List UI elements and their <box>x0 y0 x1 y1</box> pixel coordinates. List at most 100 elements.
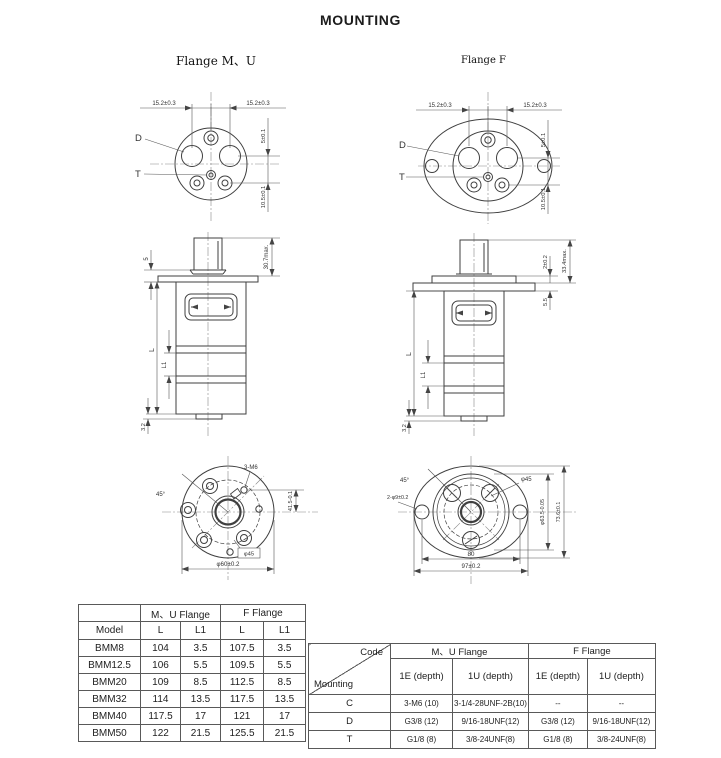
cell-mu-l: 104 <box>140 639 181 657</box>
port-code-table: Code Mounting M、U Flange F Flange 1E (de… <box>308 643 656 749</box>
dimension-lines <box>140 104 286 212</box>
dim-label-height: 73.6±0.1 <box>556 502 562 523</box>
dim-label-tab: 3.2 <box>402 424 408 432</box>
dim-label-l1: L1 <box>162 361 168 368</box>
group-header-f-flange: F Flange <box>220 604 306 622</box>
col-header-f-1u: 1U (depth) <box>586 658 656 695</box>
cell-mu-l: 109 <box>140 673 181 691</box>
cell-model: BMM32 <box>78 690 141 708</box>
port-label-d: D <box>135 133 142 144</box>
cell-model: BMM20 <box>78 673 141 691</box>
corner-label-mounting: Mounting <box>314 679 354 690</box>
cell-mu-l1: 13.5 <box>180 690 221 708</box>
cell-f-l: 117.5 <box>220 690 264 708</box>
cell-mu-l1: 5.5 <box>180 656 221 674</box>
cell-code: T <box>308 730 391 749</box>
cell-f-l1: 8.5 <box>263 673 306 691</box>
column-header-row: Model L L1 L L1 <box>78 621 306 640</box>
dim-label-washer: 2±0.2 <box>543 255 549 269</box>
cell-f-1e: -- <box>527 694 588 713</box>
blank-cell <box>78 604 141 622</box>
dimension-lines <box>404 239 576 434</box>
cell-f-l: 109.5 <box>220 656 264 674</box>
group-header-mu-flange: M、U Flange <box>140 604 221 622</box>
cell-f-1e: G1/8 (8) <box>527 730 588 749</box>
port-label-t: T <box>399 172 405 183</box>
label-angle: 45° <box>156 492 166 498</box>
table-row: BMM20 109 8.5 112.5 8.5 <box>78 673 306 691</box>
cell-mu-1u: 3/8-24UNF(8) <box>452 730 529 749</box>
corner-label-code: Code <box>360 647 383 658</box>
label-bolt-circle: φ45 <box>244 552 254 558</box>
dimension-lines <box>397 465 570 576</box>
cell-mu-l1: 8.5 <box>180 673 221 691</box>
cell-f-l1: 21.5 <box>263 724 306 742</box>
dim-label-length-l: L <box>149 348 156 352</box>
cell-f-l: 125.5 <box>220 724 264 742</box>
drawing-f-port-view: 15.2±0.3 15.2±0.3 5±0.1 10.5±0.1 D T <box>399 92 562 224</box>
cell-mu-1e: G1/8 (8) <box>390 730 453 749</box>
table-row: BMM8 104 3.5 107.5 3.5 <box>78 639 306 657</box>
dim-label-l1: L1 <box>421 371 427 378</box>
drawing-f-side-view: L L1 3.2 2±0.2 33.4max. 5.5 <box>402 233 576 436</box>
cell-mu-1u: 3-1/4-28UNF-2B(10) <box>452 694 529 713</box>
dim-label-port-spacing-left: 15.2±0.3 <box>428 103 452 109</box>
section-header-mu-flange: Flange M、U <box>176 54 257 68</box>
cell-mu-l1: 21.5 <box>180 724 221 742</box>
label-angle: 45° <box>400 478 410 484</box>
label-mounting-holes: 2-φ9±0.2 <box>387 495 408 501</box>
dim-label-side: 41.5-0.1 <box>288 491 294 511</box>
dim-label-10-5: 10.5±0.1 <box>261 186 267 209</box>
cell-model: BMM40 <box>78 707 141 725</box>
motor-outline <box>412 239 536 422</box>
cell-f-l1: 17 <box>263 707 306 725</box>
col-header-mu-l1: L1 <box>180 621 221 640</box>
dimension-lines <box>406 106 562 214</box>
dim-label-5: 5±0.1 <box>261 129 267 143</box>
col-header-mu-1u: 1U (depth) <box>452 658 529 695</box>
section-header-f-flange: Flange F <box>461 55 506 66</box>
cell-model: BMM12.5 <box>78 656 141 674</box>
dim-label-outer-span: 97±0.2 <box>462 563 481 570</box>
cell-f-l1: 13.5 <box>263 690 306 708</box>
table-row: BMM50 122 21.5 125.5 21.5 <box>78 724 306 742</box>
cell-f-1u: -- <box>586 694 656 713</box>
page-title: MOUNTING <box>319 12 401 28</box>
cell-f-l: 107.5 <box>220 639 264 657</box>
drawing-f-mount-view: 45° φ45 2-φ9±0.2 80 97±0.2 φ63.5-0.05 73… <box>387 456 578 584</box>
cell-mu-l: 122 <box>140 724 181 742</box>
port-label-d: D <box>399 140 406 151</box>
label-bolt-circle: φ45 <box>521 477 532 483</box>
cell-mu-l: 114 <box>140 690 181 708</box>
dim-label-shaft-height: 30.7max. <box>264 244 270 269</box>
cell-mu-l1: 17 <box>180 707 221 725</box>
dim-label-flange: 5.5 <box>543 298 549 306</box>
dim-label-length-l: L <box>406 352 413 356</box>
dim-label-port-spacing-left: 15.2±0.3 <box>152 101 176 107</box>
cell-model: BMM8 <box>78 639 141 657</box>
table-row: D G3/8 (12) 9/16-18UNF(12) G3/8 (12) 9/1… <box>308 712 656 731</box>
table-row: C 3-M6 (10) 3-1/4-28UNF-2B(10) -- -- <box>308 694 656 713</box>
dim-label-port-spacing-right: 15.2±0.3 <box>523 103 547 109</box>
group-header-row: Code Mounting M、U Flange F Flange <box>308 643 656 695</box>
dim-label-port-spacing-right: 15.2±0.3 <box>246 101 270 107</box>
col-header-f-l: L <box>220 621 264 640</box>
table-row: BMM12.5 106 5.5 109.5 5.5 <box>78 656 306 674</box>
flange-outline <box>413 465 529 559</box>
drawing-mu-port-view: 15.2±0.3 15.2±0.3 5±0.1 10.5±0.1 D T <box>135 92 286 222</box>
group-header-f-flange: F Flange <box>527 643 656 659</box>
dimension-table: M、U Flange F Flange Model L L1 L L1 BMM8… <box>78 604 306 742</box>
table-row: BMM40 117.5 17 121 17 <box>78 707 306 725</box>
cell-mu-1u: 9/16-18UNF(12) <box>452 712 529 731</box>
cell-f-l1: 3.5 <box>263 639 306 657</box>
cell-f-1u: 9/16-18UNF(12) <box>586 712 656 731</box>
col-header-f-1e: 1E (depth) <box>527 658 588 695</box>
label-mounting-holes: 3-M6 <box>244 465 258 471</box>
cell-mu-l1: 3.5 <box>180 639 221 657</box>
cell-mu-1e: G3/8 (12) <box>390 712 453 731</box>
dim-label-inner-span: 80 <box>468 551 475 558</box>
cell-mu-l: 106 <box>140 656 181 674</box>
group-header-row: M、U Flange F Flange <box>78 604 306 622</box>
cell-f-l: 112.5 <box>220 673 264 691</box>
